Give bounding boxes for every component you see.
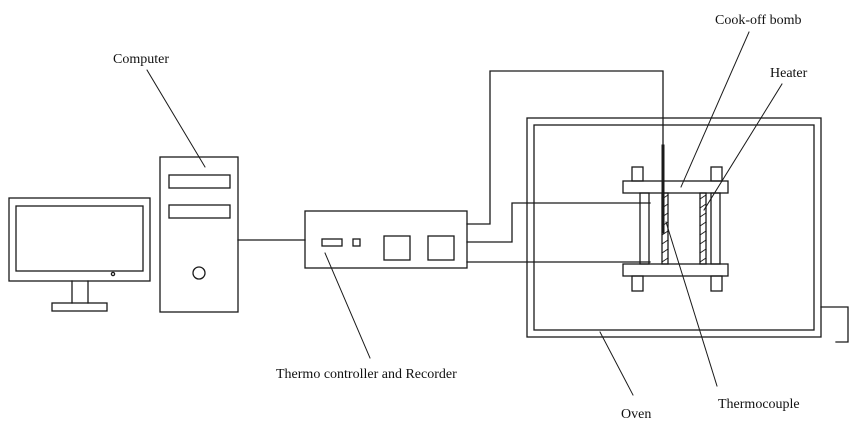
leader-lines: [146, 31, 783, 396]
label-oven: Oven: [621, 407, 651, 422]
label-computer: Computer: [113, 52, 169, 67]
label-thermocouple: Thermocouple: [718, 397, 800, 412]
oven: [526, 117, 849, 343]
label-thermo-controller: Thermo controller and Recorder: [276, 367, 457, 382]
label-heater: Heater: [770, 66, 808, 81]
computer-tower: [159, 156, 239, 313]
controller-wires: [466, 70, 664, 263]
thermo-controller: [304, 210, 468, 269]
labels: Computer Thermo controller and Recorder …: [113, 13, 808, 422]
label-cookoff-bomb: Cook-off bomb: [715, 13, 801, 28]
monitor: [8, 197, 151, 312]
cookoff-bomb: [622, 166, 729, 292]
